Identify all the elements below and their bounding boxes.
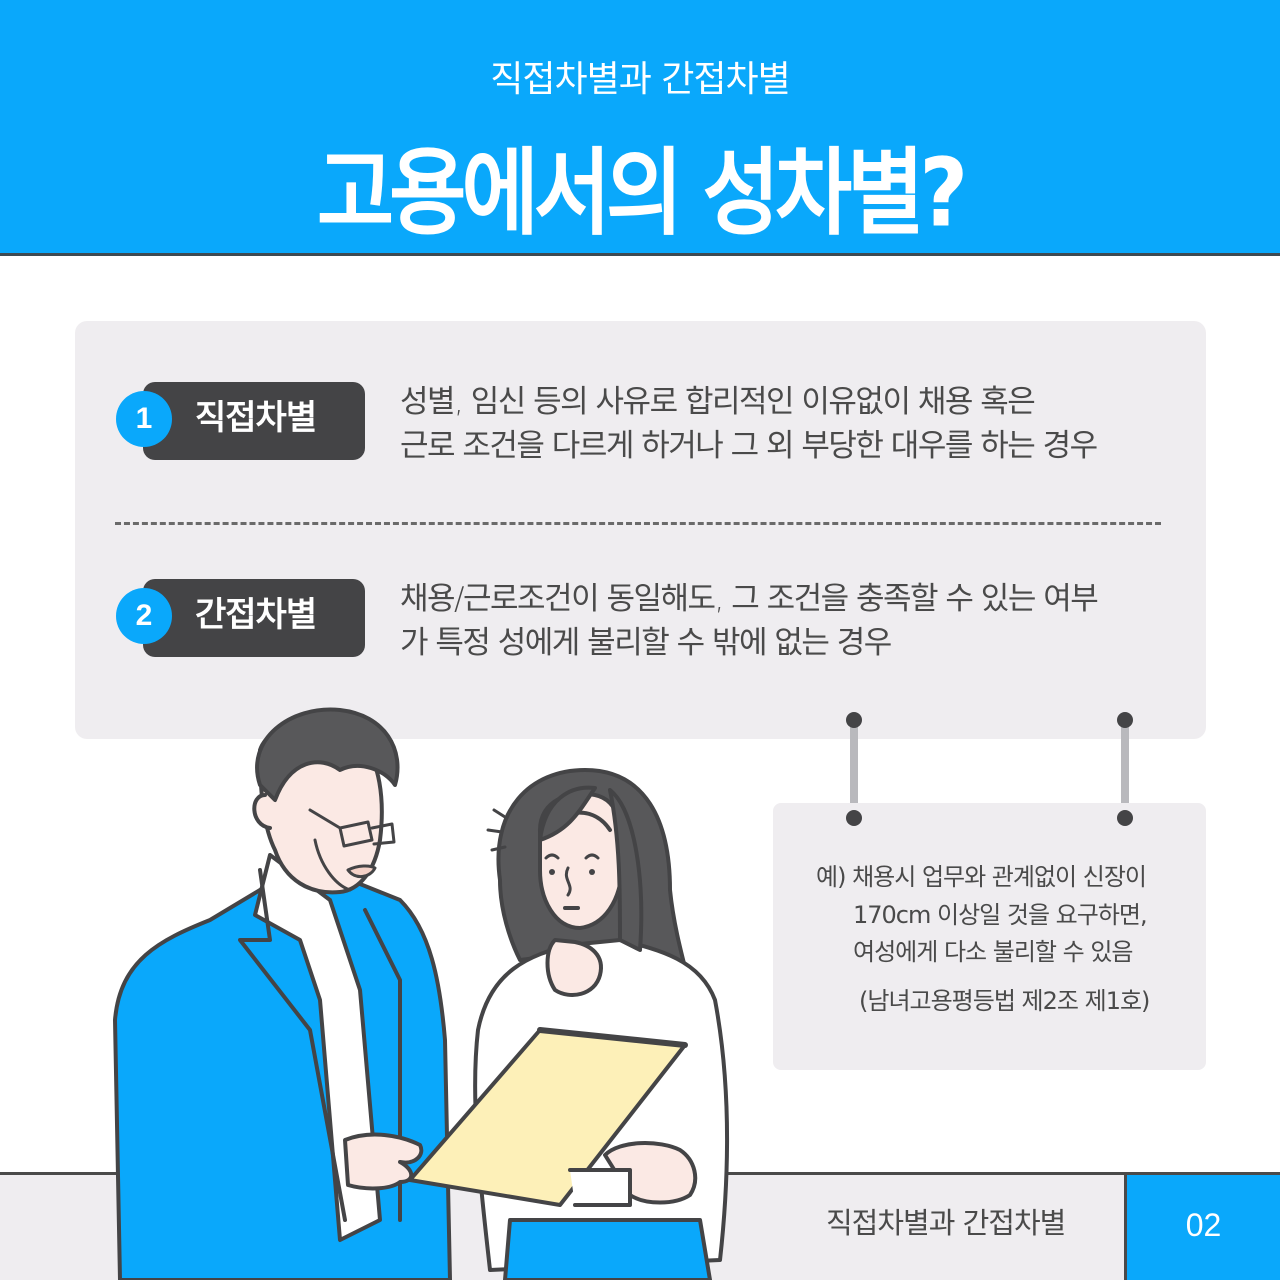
business-people-illustration-icon — [113, 707, 729, 1280]
hook-dot-icon — [1117, 712, 1133, 728]
description-line: 근로 조건을 다르게 하거나 그 외 부당한 대우를 하는 경우 — [400, 428, 1098, 464]
hook-dot-icon — [846, 712, 862, 728]
description-line: 가 특정 성에게 불리할 수 밖에 없는 경우 — [400, 625, 892, 661]
hook-dot-icon — [1117, 810, 1133, 826]
header-subtitle: 직접차별과 간접차별 — [490, 59, 791, 100]
page-number: 02 — [1124, 1172, 1280, 1280]
sign-hook-left — [850, 720, 858, 818]
definitions-panel: 1 직접차별 성별, 임신 등의 사유로 합리적인 이유없이 채용 혹은 근로 … — [75, 321, 1206, 739]
number-circle-icon: 1 — [116, 391, 172, 447]
badge-label: 직접차별 — [195, 398, 317, 438]
sign-hook-right — [1121, 720, 1129, 818]
indirect-discrimination-badge: 2 간접차별 — [116, 579, 365, 657]
dashed-divider — [115, 522, 1161, 525]
definition-description: 채용/근로조건이 동일해도, 그 조건을 충족할 수 있는 여부 가 특정 성에… — [400, 577, 1180, 665]
example-sign: 예) 채용시 업무와 관계없이 신장이 170cm 이상일 것을 요구하면, 여… — [773, 803, 1206, 1070]
page-title: 고용에서의 성차별? — [316, 138, 968, 248]
direct-discrimination-badge: 1 직접차별 — [116, 382, 365, 460]
footer-section-title: 직접차별과 간접차별 — [826, 1206, 1066, 1240]
definition-description: 성별, 임신 등의 사유로 합리적인 이유없이 채용 혹은 근로 조건을 다르게… — [400, 380, 1180, 468]
example-line: 여성에게 다소 불리할 수 있음 — [853, 938, 1133, 966]
description-line: 성별, 임신 등의 사유로 합리적인 이유없이 채용 혹은 — [400, 384, 1036, 420]
description-line: 채용/근로조건이 동일해도, 그 조건을 충족할 수 있는 여부 — [400, 581, 1099, 617]
legal-citation: (남녀고용평등법 제2조 제1호) — [859, 987, 1150, 1015]
hook-dot-icon — [846, 810, 862, 826]
header-banner: 직접차별과 간접차별 고용에서의 성차별? — [0, 0, 1280, 256]
example-line: 170cm 이상일 것을 요구하면, — [853, 901, 1148, 929]
number-circle-icon: 2 — [116, 588, 172, 644]
example-line: 예) 채용시 업무와 관계없이 신장이 — [816, 863, 1147, 891]
badge-label: 간접차별 — [195, 595, 317, 635]
